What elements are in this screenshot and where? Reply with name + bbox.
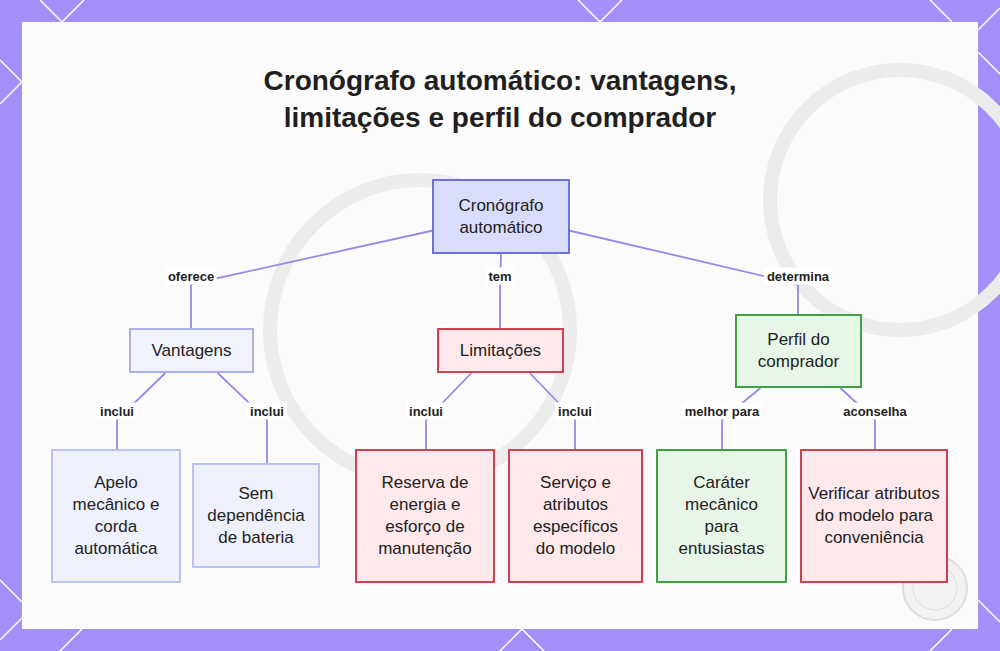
node-text: Apelo mecânico e corda automática [70, 472, 162, 560]
concept-box: Vantagens [129, 328, 254, 373]
concept-box: Sem dependência de bateria [192, 463, 320, 568]
concept-box: Limitações [437, 328, 564, 373]
node-text: Perfil do comprador [744, 329, 854, 373]
node-text: Reserva de energia e esforço de manutenç… [365, 472, 485, 560]
concept-box: Caráter mecânico para entusiastas [656, 449, 787, 583]
concept-box: Serviço e atributos específicos do model… [508, 449, 643, 583]
panel [22, 22, 978, 629]
node-text: Sem dependência de bateria [204, 483, 308, 549]
diagram-title: Cronógrafo automático: vantagens, limita… [200, 62, 800, 136]
node-text: Caráter mecânico para entusiastas [672, 472, 772, 560]
node-text: Cronógrafo automático [441, 195, 561, 239]
edge-label: inclui [555, 403, 595, 420]
connector-line [191, 231, 432, 328]
edge-label: inclui [406, 403, 446, 420]
concept-box: Apelo mecânico e corda automática [51, 449, 181, 583]
node-text: Limitações [460, 340, 541, 362]
connector-line [500, 254, 501, 328]
edge-label: tem [485, 268, 514, 285]
concept-box: Perfil do comprador [735, 314, 862, 388]
node-text: Vantagens [151, 340, 231, 362]
concept-box: Reserva de energia e esforço de manutenç… [355, 449, 495, 583]
edge-label: aconselha [840, 403, 910, 420]
node-text: Serviço e atributos específicos do model… [526, 472, 626, 560]
edge-label: melhor para [682, 403, 762, 420]
edge-label: inclui [247, 403, 287, 420]
edge-label: determina [764, 268, 832, 285]
edge-label: inclui [97, 403, 137, 420]
concept-box: Verificar atributos do modelo para conve… [800, 449, 948, 583]
edge-label: oferece [165, 268, 217, 285]
concept-box: Cronógrafo automático [432, 179, 570, 254]
node-text: Verificar atributos do modelo para conve… [804, 483, 944, 549]
